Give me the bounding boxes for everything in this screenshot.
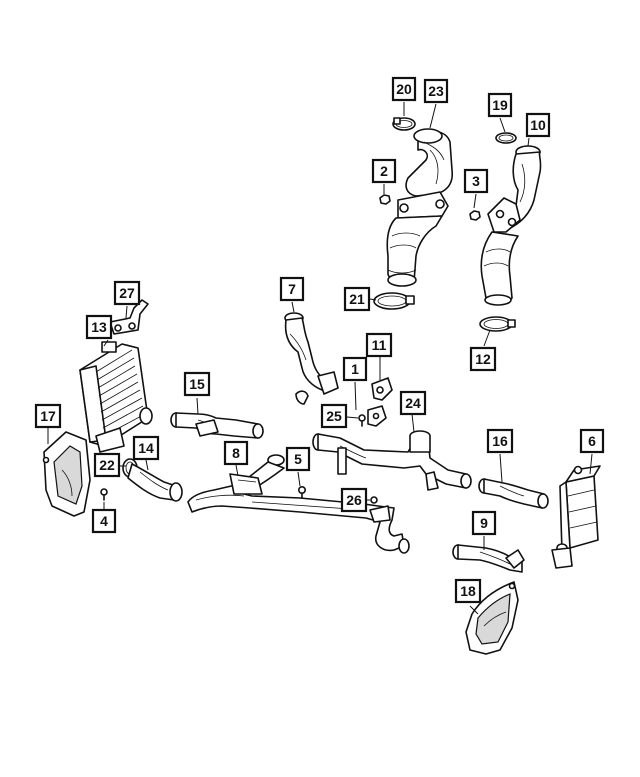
callout-17: 17 bbox=[34, 403, 62, 429]
part-17-shroud bbox=[42, 431, 91, 517]
intercooler-fins bbox=[95, 349, 146, 437]
callout-9: 9 bbox=[471, 510, 497, 536]
callout-27: 27 bbox=[113, 280, 141, 306]
part-6-cooler bbox=[551, 465, 601, 569]
callout-10: 10 bbox=[525, 112, 551, 138]
callout-label: 19 bbox=[492, 97, 508, 113]
callout-20: 20 bbox=[391, 76, 417, 102]
part-27-bracket bbox=[109, 299, 149, 335]
callout-16: 16 bbox=[486, 428, 514, 454]
callout-label: 22 bbox=[99, 457, 115, 473]
callout-label: 25 bbox=[326, 408, 342, 424]
part-10-duct bbox=[480, 145, 542, 306]
part-21-clamp bbox=[373, 292, 415, 310]
part-20-clamp bbox=[392, 117, 416, 131]
callout-22: 22 bbox=[93, 452, 121, 478]
callout-label: 16 bbox=[492, 433, 508, 449]
callout-13: 13 bbox=[85, 314, 113, 340]
part-4-screw bbox=[100, 488, 108, 501]
part-19-clamp bbox=[495, 132, 517, 144]
callout-23: 23 bbox=[423, 78, 449, 104]
callout-label: 24 bbox=[405, 395, 421, 411]
callout-1: 1 bbox=[342, 356, 368, 382]
callout-label: 26 bbox=[346, 492, 362, 508]
callout-24: 24 bbox=[399, 390, 427, 416]
callout-11: 11 bbox=[365, 332, 393, 358]
callout-7: 7 bbox=[279, 276, 305, 302]
callout-21: 21 bbox=[343, 286, 371, 312]
part-16-hose bbox=[478, 478, 549, 509]
part-9-hose bbox=[452, 544, 525, 573]
callout-label: 12 bbox=[475, 351, 491, 367]
callout-label: 7 bbox=[288, 281, 296, 297]
callout-19: 19 bbox=[487, 92, 513, 118]
part-15-hose bbox=[170, 412, 264, 439]
callout-3: 3 bbox=[463, 168, 489, 194]
part-2-nut bbox=[379, 194, 391, 205]
callout-26: 26 bbox=[340, 487, 368, 513]
callout-label: 17 bbox=[40, 408, 56, 424]
part-11-bracket bbox=[371, 377, 393, 401]
part-23-duct bbox=[386, 128, 454, 287]
callout-label: 6 bbox=[588, 433, 596, 449]
callout-label: 21 bbox=[349, 291, 365, 307]
part-12-clamp bbox=[479, 316, 516, 332]
callout-8: 8 bbox=[223, 440, 249, 466]
part-14-hose bbox=[127, 463, 183, 502]
callout-6: 6 bbox=[579, 428, 605, 454]
part-18-heat-shield bbox=[465, 581, 519, 655]
callout-label: 1 bbox=[351, 361, 359, 377]
callout-15: 15 bbox=[183, 371, 211, 397]
part-24-pipe bbox=[312, 430, 472, 491]
part-3-nut bbox=[469, 210, 481, 221]
callout-5: 5 bbox=[285, 446, 311, 472]
callout-12: 12 bbox=[469, 346, 497, 372]
callout-label: 10 bbox=[530, 117, 546, 133]
part-8-pipe bbox=[187, 454, 410, 554]
callout-2: 2 bbox=[371, 158, 397, 184]
callout-label: 27 bbox=[119, 285, 135, 301]
callout-label: 13 bbox=[91, 319, 107, 335]
callout-label: 23 bbox=[428, 83, 444, 99]
part-25-screw bbox=[358, 414, 366, 427]
callout-label: 8 bbox=[232, 445, 240, 461]
callout-label: 14 bbox=[138, 440, 154, 456]
callout-label: 4 bbox=[100, 513, 108, 529]
callout-14: 14 bbox=[132, 435, 160, 461]
callout-label: 5 bbox=[294, 451, 302, 467]
part-7-hose bbox=[284, 312, 339, 405]
callout-label: 2 bbox=[380, 163, 388, 179]
callout-label: 9 bbox=[480, 515, 488, 531]
callout-18: 18 bbox=[454, 578, 482, 604]
callout-label: 15 bbox=[189, 376, 205, 392]
callout-label: 11 bbox=[372, 337, 387, 353]
callout-label: 18 bbox=[460, 583, 476, 599]
callout-25: 25 bbox=[320, 403, 348, 429]
callout-label: 20 bbox=[396, 81, 412, 97]
part-13-intercooler bbox=[79, 341, 153, 453]
leader-lines bbox=[47, 102, 593, 615]
callout-4: 4 bbox=[91, 508, 117, 534]
part-1-bracket bbox=[367, 405, 387, 427]
part-26-screw bbox=[370, 496, 378, 504]
callout-label: 3 bbox=[472, 173, 480, 189]
